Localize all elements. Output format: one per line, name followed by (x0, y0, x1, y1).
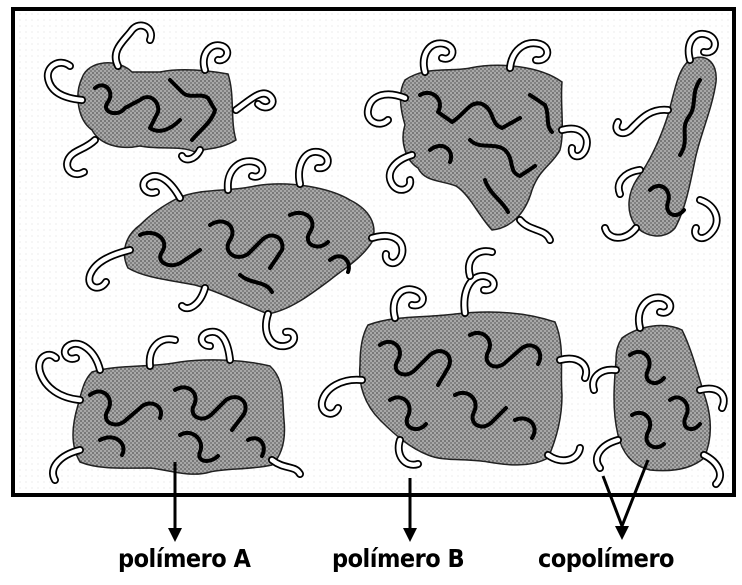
label-copolymer: copolímero (538, 544, 674, 573)
label-polymer-a: polímero A (118, 544, 250, 573)
label-polymer-b: polímero B (332, 544, 464, 573)
